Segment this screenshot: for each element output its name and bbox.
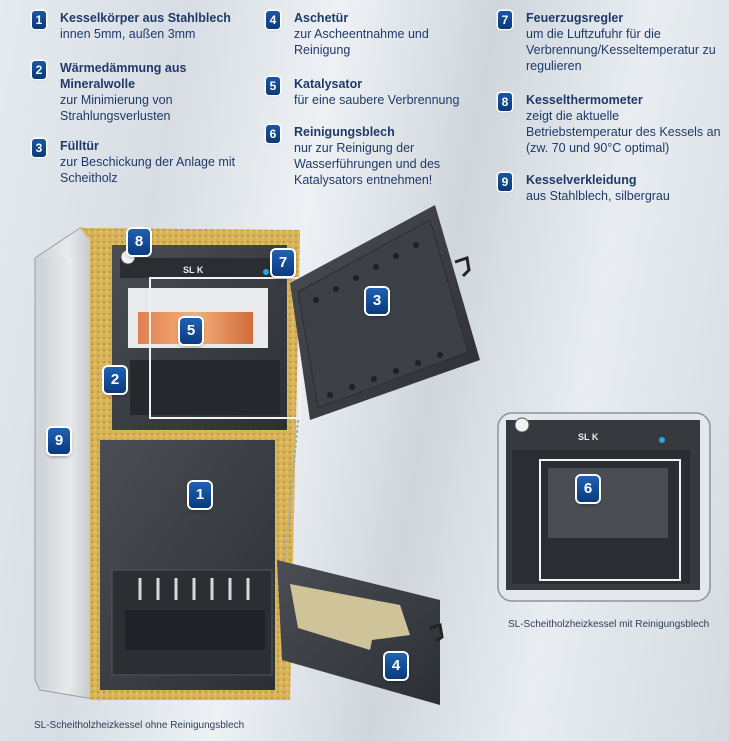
figure-badge-9: 9	[48, 428, 70, 454]
door-handle-icon	[454, 256, 471, 278]
legend-badge-3: 3	[32, 139, 46, 157]
legend-badge-1: 1	[32, 11, 46, 29]
figure-badge-3: 3	[366, 288, 388, 314]
upper-chamber: SL K	[112, 245, 301, 430]
legend-title-9: Kesselverkleidung	[526, 173, 637, 187]
ash-door-handle-icon	[429, 623, 444, 643]
legend-desc-7: um die Luftzufuhr für die Verbrennung/Ke…	[526, 27, 716, 73]
caption-main: SL-Scheitholzheizkessel ohne Reinigungsb…	[34, 720, 245, 731]
legend-desc-5: für eine saubere Verbrennung	[294, 93, 460, 107]
legend-title-7: Feuerzugsregler	[526, 11, 624, 25]
inset-thermometer-icon	[514, 417, 530, 433]
legend-badge-7: 7	[498, 11, 512, 29]
legend-title-8: Kesselthermometer	[526, 93, 643, 107]
lower-chamber	[100, 440, 275, 690]
cleaning-plate	[548, 468, 668, 538]
legend-badge-2: 2	[32, 61, 46, 79]
legend-title-6: Reinigungsblech	[294, 125, 395, 139]
legend-desc-9: aus Stahlblech, silbergrau	[526, 189, 670, 203]
legend-title-4: Aschetür	[294, 11, 349, 25]
legend-badge-9: 9	[498, 173, 512, 191]
figure-badge-1: 1	[189, 482, 211, 508]
legend-badge-8: 8	[498, 93, 512, 111]
legend-title-3: Fülltür	[60, 139, 99, 153]
figure-badge-2: 2	[104, 367, 126, 393]
inset-brand-label: SL K	[578, 432, 599, 442]
legend-desc-6: nur zur Reinigung der Wasserführungen un…	[294, 141, 441, 187]
legend-badge-5: 5	[266, 77, 280, 95]
legend-title-2: Wärmedämmung aus Mineralwolle	[60, 61, 187, 91]
figure-badge-8: 8	[128, 229, 150, 255]
legend-title-5: Katalysator	[294, 77, 363, 91]
legend-badge-4: 4	[266, 11, 280, 29]
legend-title-1: Kesselkörper aus Stahlblech	[60, 11, 231, 25]
legend-badge-6: 6	[266, 125, 280, 143]
figure-badge-6: 6	[577, 476, 599, 502]
figure-badge-7: 7	[272, 250, 294, 276]
brand-label: SL K	[183, 265, 204, 275]
caption-inset: SL-Scheitholzheizkessel mit Reinigungsbl…	[508, 619, 710, 630]
draft-regulator-icon	[263, 269, 269, 275]
legend-desc-2: zur Minimierung von Strahlungsverlusten	[60, 93, 173, 123]
legend-desc-8: zeigt die aktuelle Betriebstemperatur de…	[526, 109, 721, 155]
legend-desc-1: innen 5mm, außen 3mm	[60, 27, 196, 41]
legend-desc-4: zur Ascheentnahme und Reinigung	[294, 27, 429, 57]
door-chain	[284, 419, 299, 561]
figure-badge-5: 5	[180, 318, 202, 344]
inset-draft-regulator-icon	[659, 437, 665, 443]
figure-badge-4: 4	[385, 653, 407, 679]
legend-desc-3: zur Beschickung der Anlage mit Scheithol…	[60, 155, 236, 185]
